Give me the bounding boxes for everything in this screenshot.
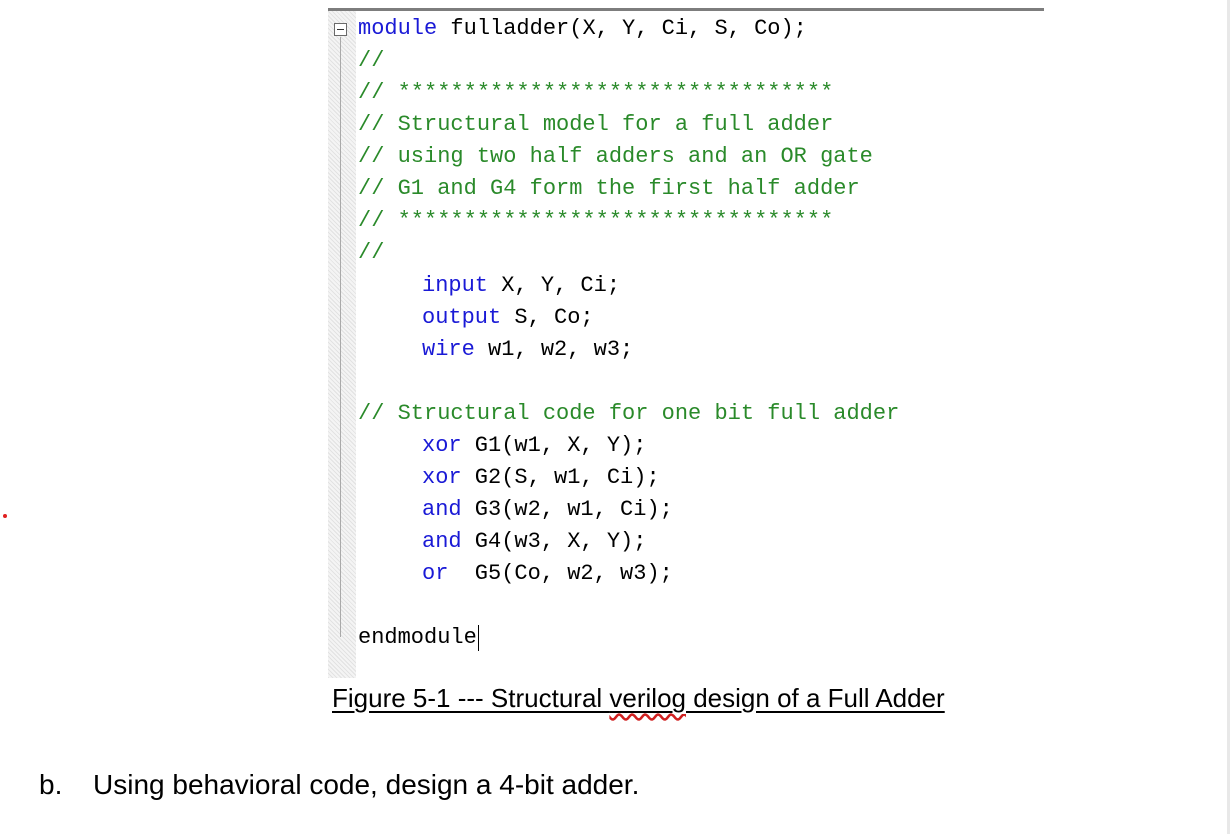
code-line-input: input X, Y, Ci;: [422, 273, 620, 299]
code-keyword: xor: [422, 465, 462, 490]
caption-misspelled-word: verilog: [609, 683, 686, 713]
code-comment-line: //: [358, 240, 385, 265]
text-caret: [477, 625, 479, 651]
code-text: G3(w2, w1, Ci);: [461, 497, 673, 522]
code-keyword: and: [422, 529, 462, 554]
code-editor[interactable]: module fulladder(X, Y, Ci, S, Co); // //…: [328, 8, 1044, 678]
code-text: S, Co;: [501, 305, 594, 330]
fold-guide-line: [340, 37, 341, 637]
code-comment-line: // *********************************: [358, 80, 834, 105]
code-comment-line: //: [358, 48, 385, 73]
code-text: fulladder(X, Y, Ci, S, Co);: [437, 16, 807, 41]
question-text: Using behavioral code, design a 4-bit ad…: [93, 769, 640, 800]
code-line-wire: wire w1, w2, w3;: [422, 337, 633, 363]
code-line-endmodule: endmodule: [358, 625, 479, 651]
code-text: G1(w1, X, Y);: [461, 433, 647, 458]
code-text: w1, w2, w3;: [474, 337, 634, 362]
margin-mark: [3, 514, 7, 518]
code-comment-line: // *********************************: [358, 208, 834, 233]
code-keyword: or: [422, 561, 449, 586]
code-keyword: output: [422, 305, 502, 330]
caption-text: Figure 5-1 --- Structural: [332, 683, 610, 713]
code-keyword: module: [358, 16, 438, 41]
code-comment-line: // using two half adders and an OR gate: [358, 144, 873, 169]
code-keyword: and: [422, 497, 462, 522]
code-comment-line: // Structural code for one bit full adde…: [358, 401, 900, 426]
code-line-gate: xor G2(S, w1, Ci);: [422, 465, 660, 491]
caption-text: design of a Full Adder: [686, 683, 945, 713]
figure-caption: Figure 5-1 --- Structural verilog design…: [332, 682, 945, 714]
code-text: G2(S, w1, Ci);: [461, 465, 660, 490]
question-marker: b.: [39, 769, 63, 800]
code-comment-line: // G1 and G4 form the first half adder: [358, 176, 860, 201]
code-line-gate: and G4(w3, X, Y);: [422, 529, 646, 555]
code-text: G4(w3, X, Y);: [461, 529, 647, 554]
code-text: endmodule: [358, 625, 477, 650]
code-line-output: output S, Co;: [422, 305, 594, 331]
code-line-gate: and G3(w2, w1, Ci);: [422, 497, 673, 523]
code-comment-line: // Structural model for a full adder: [358, 112, 834, 137]
code-keyword: xor: [422, 433, 462, 458]
code-line-gate: or G5(Co, w2, w3);: [422, 561, 673, 587]
collapse-icon[interactable]: [334, 23, 347, 36]
code-text: G5(Co, w2, w3);: [448, 561, 673, 586]
code-text: X, Y, Ci;: [488, 273, 621, 298]
code-keyword: input: [422, 273, 489, 298]
page-edge: [1227, 0, 1230, 834]
code-line-gate: xor G1(w1, X, Y);: [422, 433, 646, 459]
editor-gutter: [328, 11, 356, 678]
code-line-module: module fulladder(X, Y, Ci, S, Co);: [358, 16, 807, 42]
code-keyword: wire: [422, 337, 475, 362]
